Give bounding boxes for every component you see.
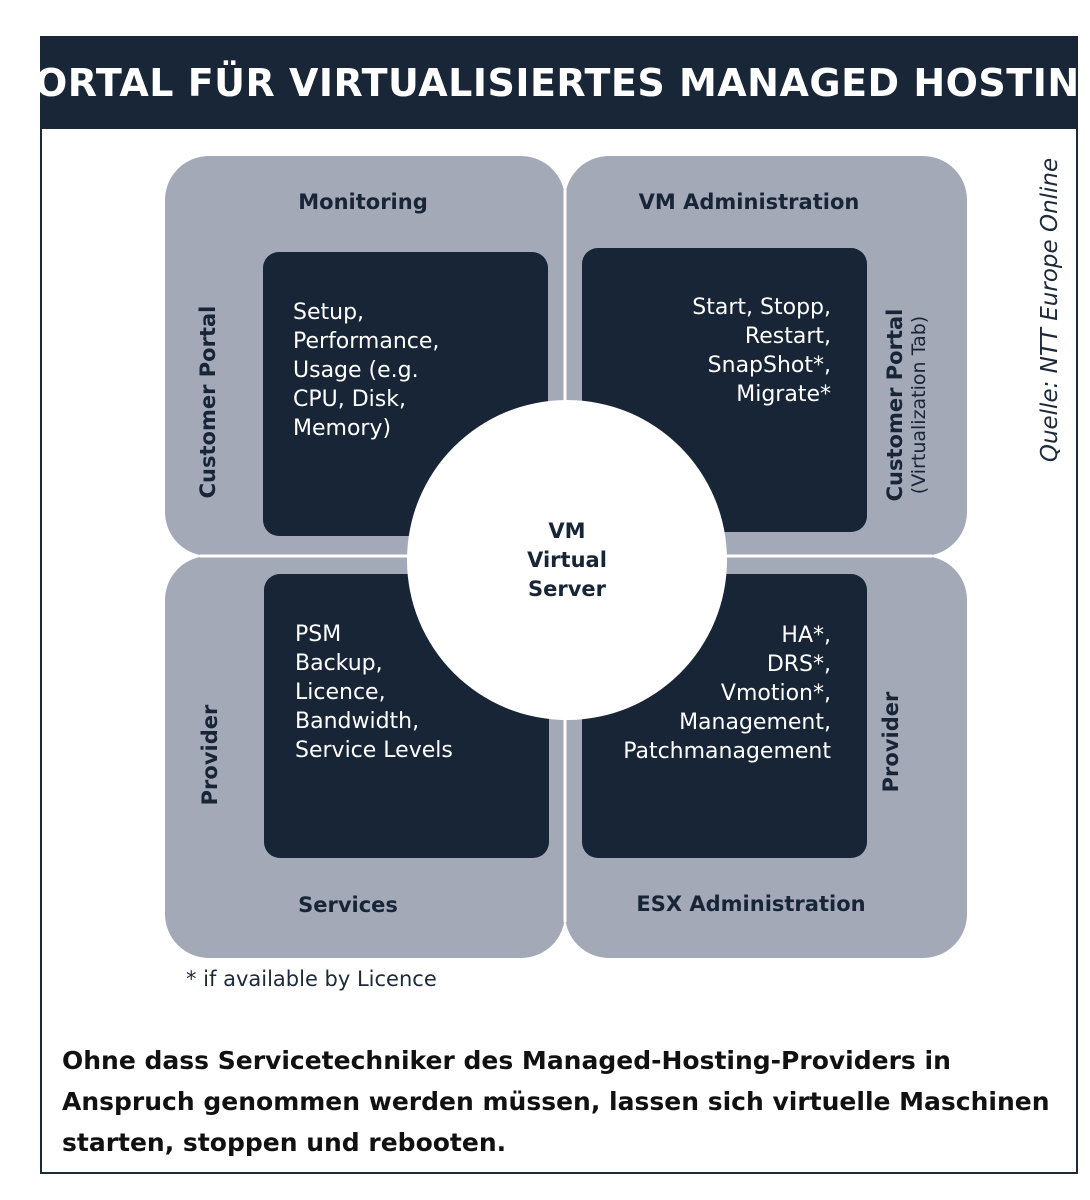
- vm-administration-item: Start, Stopp,: [692, 295, 831, 320]
- esx-administration-item: Patchmanagement: [623, 739, 831, 764]
- monitoring-item: Memory): [293, 416, 392, 441]
- figure-caption: Ohne dass Servicetechniker des Managed-H…: [62, 1046, 1050, 1157]
- vm-administration-item: Restart,: [744, 324, 831, 349]
- services-item: PSM: [295, 622, 342, 647]
- monitoring-item: Setup,: [293, 300, 365, 325]
- monitoring-item: Usage (e.g.: [293, 358, 419, 383]
- esx-administration-item: DRS*,: [766, 652, 831, 677]
- vm-administration-item: Migrate*: [736, 382, 831, 407]
- center-label-line: Server: [527, 576, 606, 601]
- services-item: Backup,: [295, 651, 383, 676]
- figure-title: PORTAL FÜR VIRTUALISIERTES MANAGED HOSTI…: [6, 60, 1090, 105]
- portal-diagram: Setup, Performance, Usage (e.g. CPU, Dis…: [160, 150, 972, 962]
- monitoring-item: CPU, Disk,: [293, 387, 406, 412]
- provider-label-left: Provider: [198, 704, 222, 806]
- monitoring-item: Performance,: [293, 329, 440, 354]
- vm-administration-title: VM Administration: [638, 190, 860, 214]
- services-item: Bandwidth,: [295, 709, 420, 734]
- customer-portal-label-right-main: Customer Portal: [883, 308, 907, 502]
- customer-portal-label-right: Customer Portal (Virtualization Tab): [883, 309, 931, 502]
- esx-administration-item: Vmotion*,: [720, 681, 831, 706]
- virtualization-tab-label: (Virtualization Tab): [908, 315, 930, 495]
- footnote: * if available by Licence: [186, 967, 437, 991]
- provider-label-right: Provider: [879, 691, 903, 793]
- services-item: Licence,: [295, 680, 386, 705]
- services-item: Service Levels: [295, 738, 453, 763]
- customer-portal-label-left: Customer Portal: [196, 305, 220, 499]
- monitoring-title: Monitoring: [298, 190, 428, 214]
- esx-administration-title: ESX Administration: [636, 892, 866, 916]
- center-label-line: VM: [548, 518, 586, 543]
- center-label-line: Virtual: [527, 547, 607, 572]
- figure-header: PORTAL FÜR VIRTUALISIERTES MANAGED HOSTI…: [7, 36, 1090, 129]
- esx-administration-item: HA*,: [781, 623, 831, 648]
- source-credit: Quelle: NTT Europe Online: [1037, 157, 1063, 463]
- esx-administration-item: Management,: [679, 710, 831, 735]
- services-title: Services: [298, 893, 398, 917]
- vm-virtual-server-circle: VM Virtual Server: [407, 400, 727, 720]
- vm-administration-item: SnapShot*,: [707, 353, 831, 378]
